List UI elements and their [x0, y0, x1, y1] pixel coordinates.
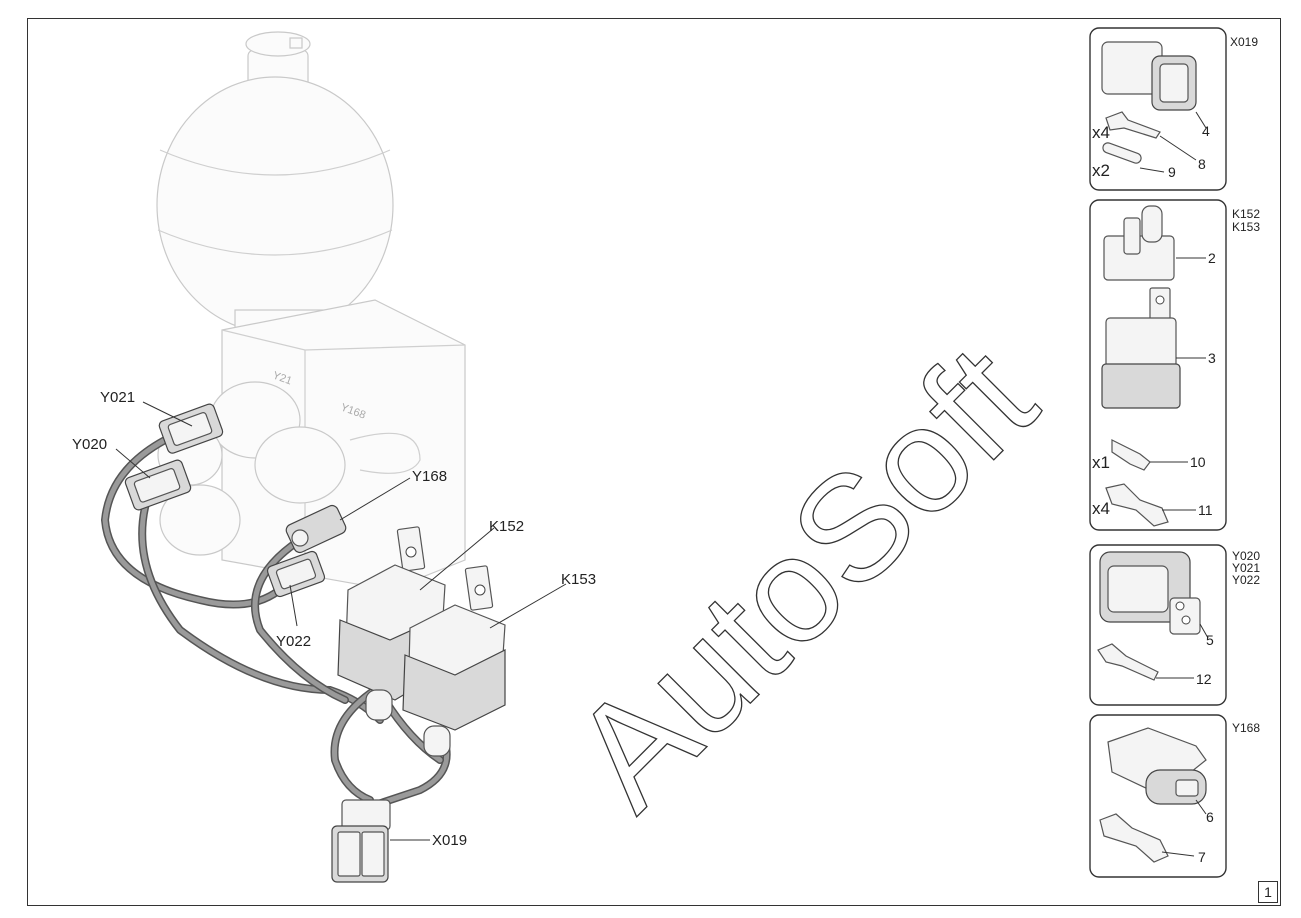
page-number: 1	[1258, 881, 1278, 903]
connector-y022	[266, 550, 326, 598]
panel-x019: X019 4 x4 8 x2 9	[1089, 27, 1258, 191]
connector-y020	[124, 459, 192, 511]
callout-y022: Y022	[276, 633, 311, 650]
panel-k152-code: K152	[1232, 207, 1260, 221]
panel-x019-qty-8: x4	[1092, 123, 1110, 142]
callout-x019: X019	[432, 832, 467, 849]
panel-y020-item-12: 12	[1196, 671, 1212, 687]
panel-x019-item-8: 8	[1198, 156, 1206, 172]
ghosted-accumulator	[156, 31, 394, 341]
panel-k152-item-10: 10	[1190, 454, 1206, 470]
callout-y021: Y021	[100, 389, 135, 406]
panel-x019-qty-9: x2	[1092, 161, 1110, 180]
panel-k153-code: K153	[1232, 220, 1260, 234]
connector-y168	[285, 504, 347, 554]
panel-k152-item-2: 2	[1208, 250, 1216, 266]
panel-k152-qty-11: x4	[1092, 499, 1110, 518]
panel-k152-item-3: 3	[1208, 350, 1216, 366]
panel-y021-code: Y021	[1232, 561, 1260, 575]
callout-y020: Y020	[72, 436, 107, 453]
panel-k152-item-11: 11	[1198, 502, 1213, 518]
panel-y020-item-5: 5	[1206, 632, 1214, 648]
panel-x019-item-4: 4	[1202, 123, 1210, 139]
panel-k152-qty-10: x1	[1092, 453, 1110, 472]
panel-x019-code: X019	[1230, 35, 1258, 49]
connector-x019	[331, 799, 391, 883]
ghosted-valve-block: Y21 Y168	[157, 299, 466, 591]
panel-y168: Y168 6 7	[1089, 714, 1260, 878]
callout-k152: K152	[489, 518, 524, 535]
panel-y168-code: Y168	[1232, 721, 1260, 735]
callout-y168: Y168	[412, 468, 447, 485]
panel-y020-y021-y022: Y020 Y021 Y022 5 12	[1089, 544, 1260, 706]
panel-x019-item-9: 9	[1168, 164, 1176, 180]
panel-y168-item-6: 6	[1206, 809, 1214, 825]
leader-lines	[115, 401, 567, 841]
panel-y022-code: Y022	[1232, 573, 1260, 587]
drawing-frame	[27, 18, 1281, 906]
panel-y020-code: Y020	[1232, 549, 1260, 563]
relay-k153	[402, 565, 506, 757]
watermark: AutoSoft	[540, 314, 1066, 840]
callout-k153: K153	[561, 571, 596, 588]
connector-y021	[158, 403, 224, 454]
panel-k152-k153: K152 K153 2 3 x1 10 x4 11	[1089, 199, 1260, 531]
panel-y168-item-7: 7	[1198, 849, 1206, 865]
